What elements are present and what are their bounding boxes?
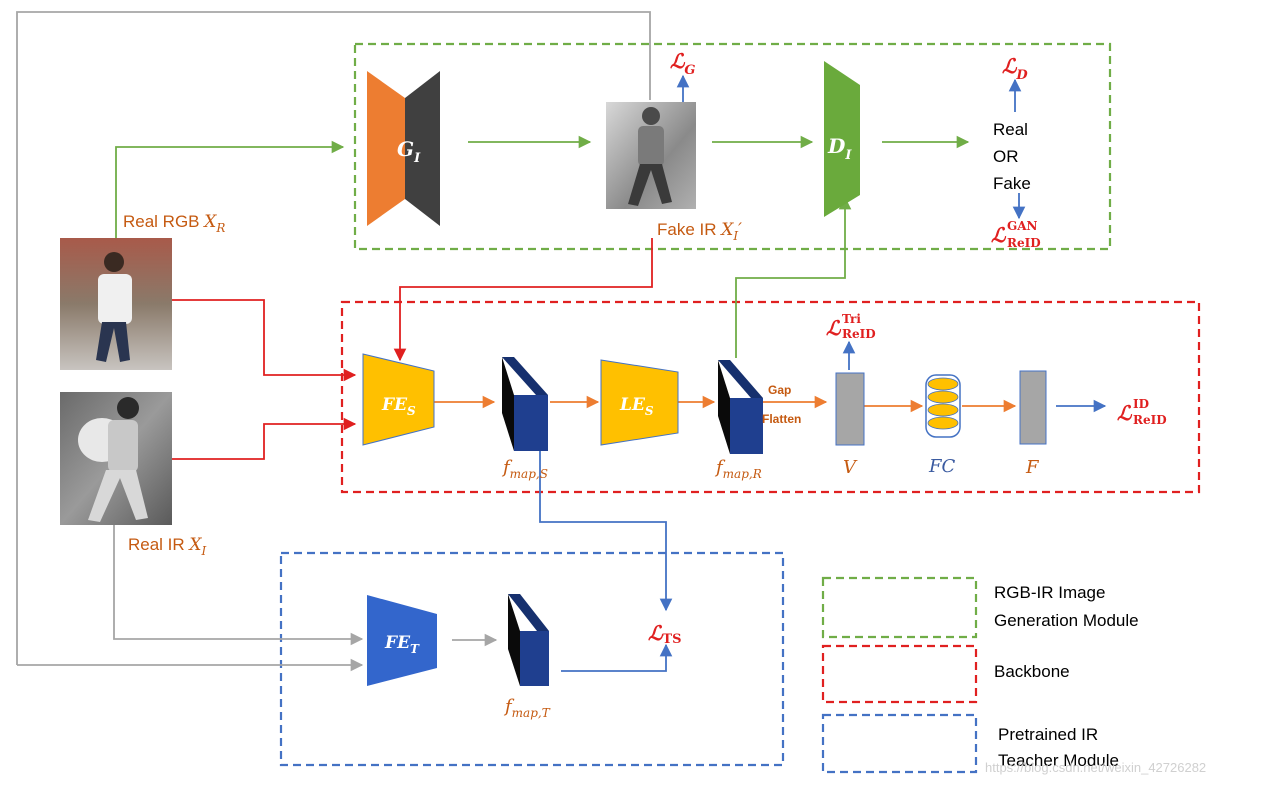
f-label: F	[1025, 457, 1040, 478]
discriminator-label: DI	[827, 134, 852, 163]
f-vector-block	[1019, 370, 1047, 445]
fe-s-label: FES	[381, 395, 416, 418]
svg-text:ReID: ReID	[842, 327, 876, 341]
svg-text:Tri: Tri	[842, 312, 861, 326]
legend-backbone-label: Backbone	[994, 662, 1070, 681]
rgb-to-fes-arrow	[172, 299, 357, 382]
loss-id-label: ℒ ID ReID	[1117, 397, 1167, 427]
fmap-t-block	[508, 594, 549, 686]
gap-label: Gap	[768, 383, 791, 397]
fc-label: FC	[928, 456, 955, 477]
fmap-r-block	[718, 360, 763, 454]
fmapt-to-lossts-arrow	[561, 643, 673, 672]
svg-text:ℒ: ℒ	[826, 316, 842, 340]
real-ir-label: Real IR XI	[128, 535, 207, 558]
le-s-label: LES	[619, 395, 654, 418]
fmap-r-label: fmap,R	[714, 457, 762, 481]
fmapr-to-discriminator-arrow	[735, 196, 852, 358]
legend-backbone-swatch	[821, 644, 978, 704]
fake-to-fes-arrow	[393, 238, 653, 362]
fmaps-to-lossts-arrow	[539, 433, 673, 612]
ir-to-teacher-arrow	[113, 525, 364, 646]
real-rgb-image	[60, 238, 172, 370]
fe-s-block	[362, 353, 435, 446]
svg-text:ReID: ReID	[1007, 236, 1041, 250]
flatten-label: Flatten	[762, 412, 801, 426]
legend-teacher-line-2: Teacher Module	[998, 751, 1119, 770]
fake-ir-image	[606, 102, 696, 209]
generator-block	[367, 71, 440, 226]
legend-teacher-line-1: Pretrained IR	[998, 725, 1098, 744]
real-or-fake-line-3: Fake	[993, 174, 1031, 193]
loss-gan-label: ℒ GAN ReID	[991, 219, 1041, 250]
svg-text:ReID: ReID	[1133, 413, 1167, 427]
svg-text:ℒ: ℒ	[1117, 401, 1133, 425]
generation-module-box	[353, 42, 1112, 251]
loss-d-label: ℒD	[1002, 54, 1028, 83]
v-vector-block	[835, 372, 865, 446]
svg-text:ℒ: ℒ	[991, 223, 1007, 247]
loss-tri-label: ℒ Tri ReID	[826, 312, 876, 341]
legend-teacher-swatch	[821, 713, 978, 774]
svg-text:GAN: GAN	[1007, 219, 1038, 233]
teacher-module-box	[279, 551, 785, 767]
loss-ts-label: ℒTS	[648, 621, 681, 647]
backbone-box	[340, 300, 1201, 494]
real-or-fake-line-1: Real	[993, 120, 1028, 139]
fmap-t-label: fmap,T	[503, 696, 551, 720]
rgb-to-generator-arrow	[115, 140, 345, 238]
legend-generation-swatch	[821, 576, 978, 639]
fe-t-label: FET	[384, 633, 420, 656]
fmap-s-label: fmap,S	[501, 457, 548, 481]
discriminator-block	[824, 61, 860, 217]
fe-t-block	[367, 595, 437, 686]
loss-g-label: ℒG	[670, 49, 696, 78]
legend-generation-line-2: Generation Module	[994, 611, 1139, 630]
generator-label: GI	[397, 137, 421, 166]
svg-text:ID: ID	[1133, 397, 1149, 411]
fake-ir-label: Fake IR XI′	[657, 220, 742, 243]
watermark: https://blog.csdn.net/weixin_42726282	[985, 760, 1206, 775]
fc-layer-block	[925, 374, 961, 438]
ir-to-fes-arrow	[172, 417, 357, 460]
legend-generation-line-1: RGB-IR Image	[994, 583, 1105, 602]
rgb-to-teacher-arrow	[16, 11, 651, 665]
le-s-block	[600, 359, 679, 446]
real-or-fake-line-2: OR	[993, 147, 1019, 166]
fmap-s-block	[502, 357, 548, 451]
real-rgb-label: Real RGB XR	[123, 212, 225, 235]
v-label: V	[843, 457, 858, 478]
real-ir-image	[60, 392, 172, 525]
